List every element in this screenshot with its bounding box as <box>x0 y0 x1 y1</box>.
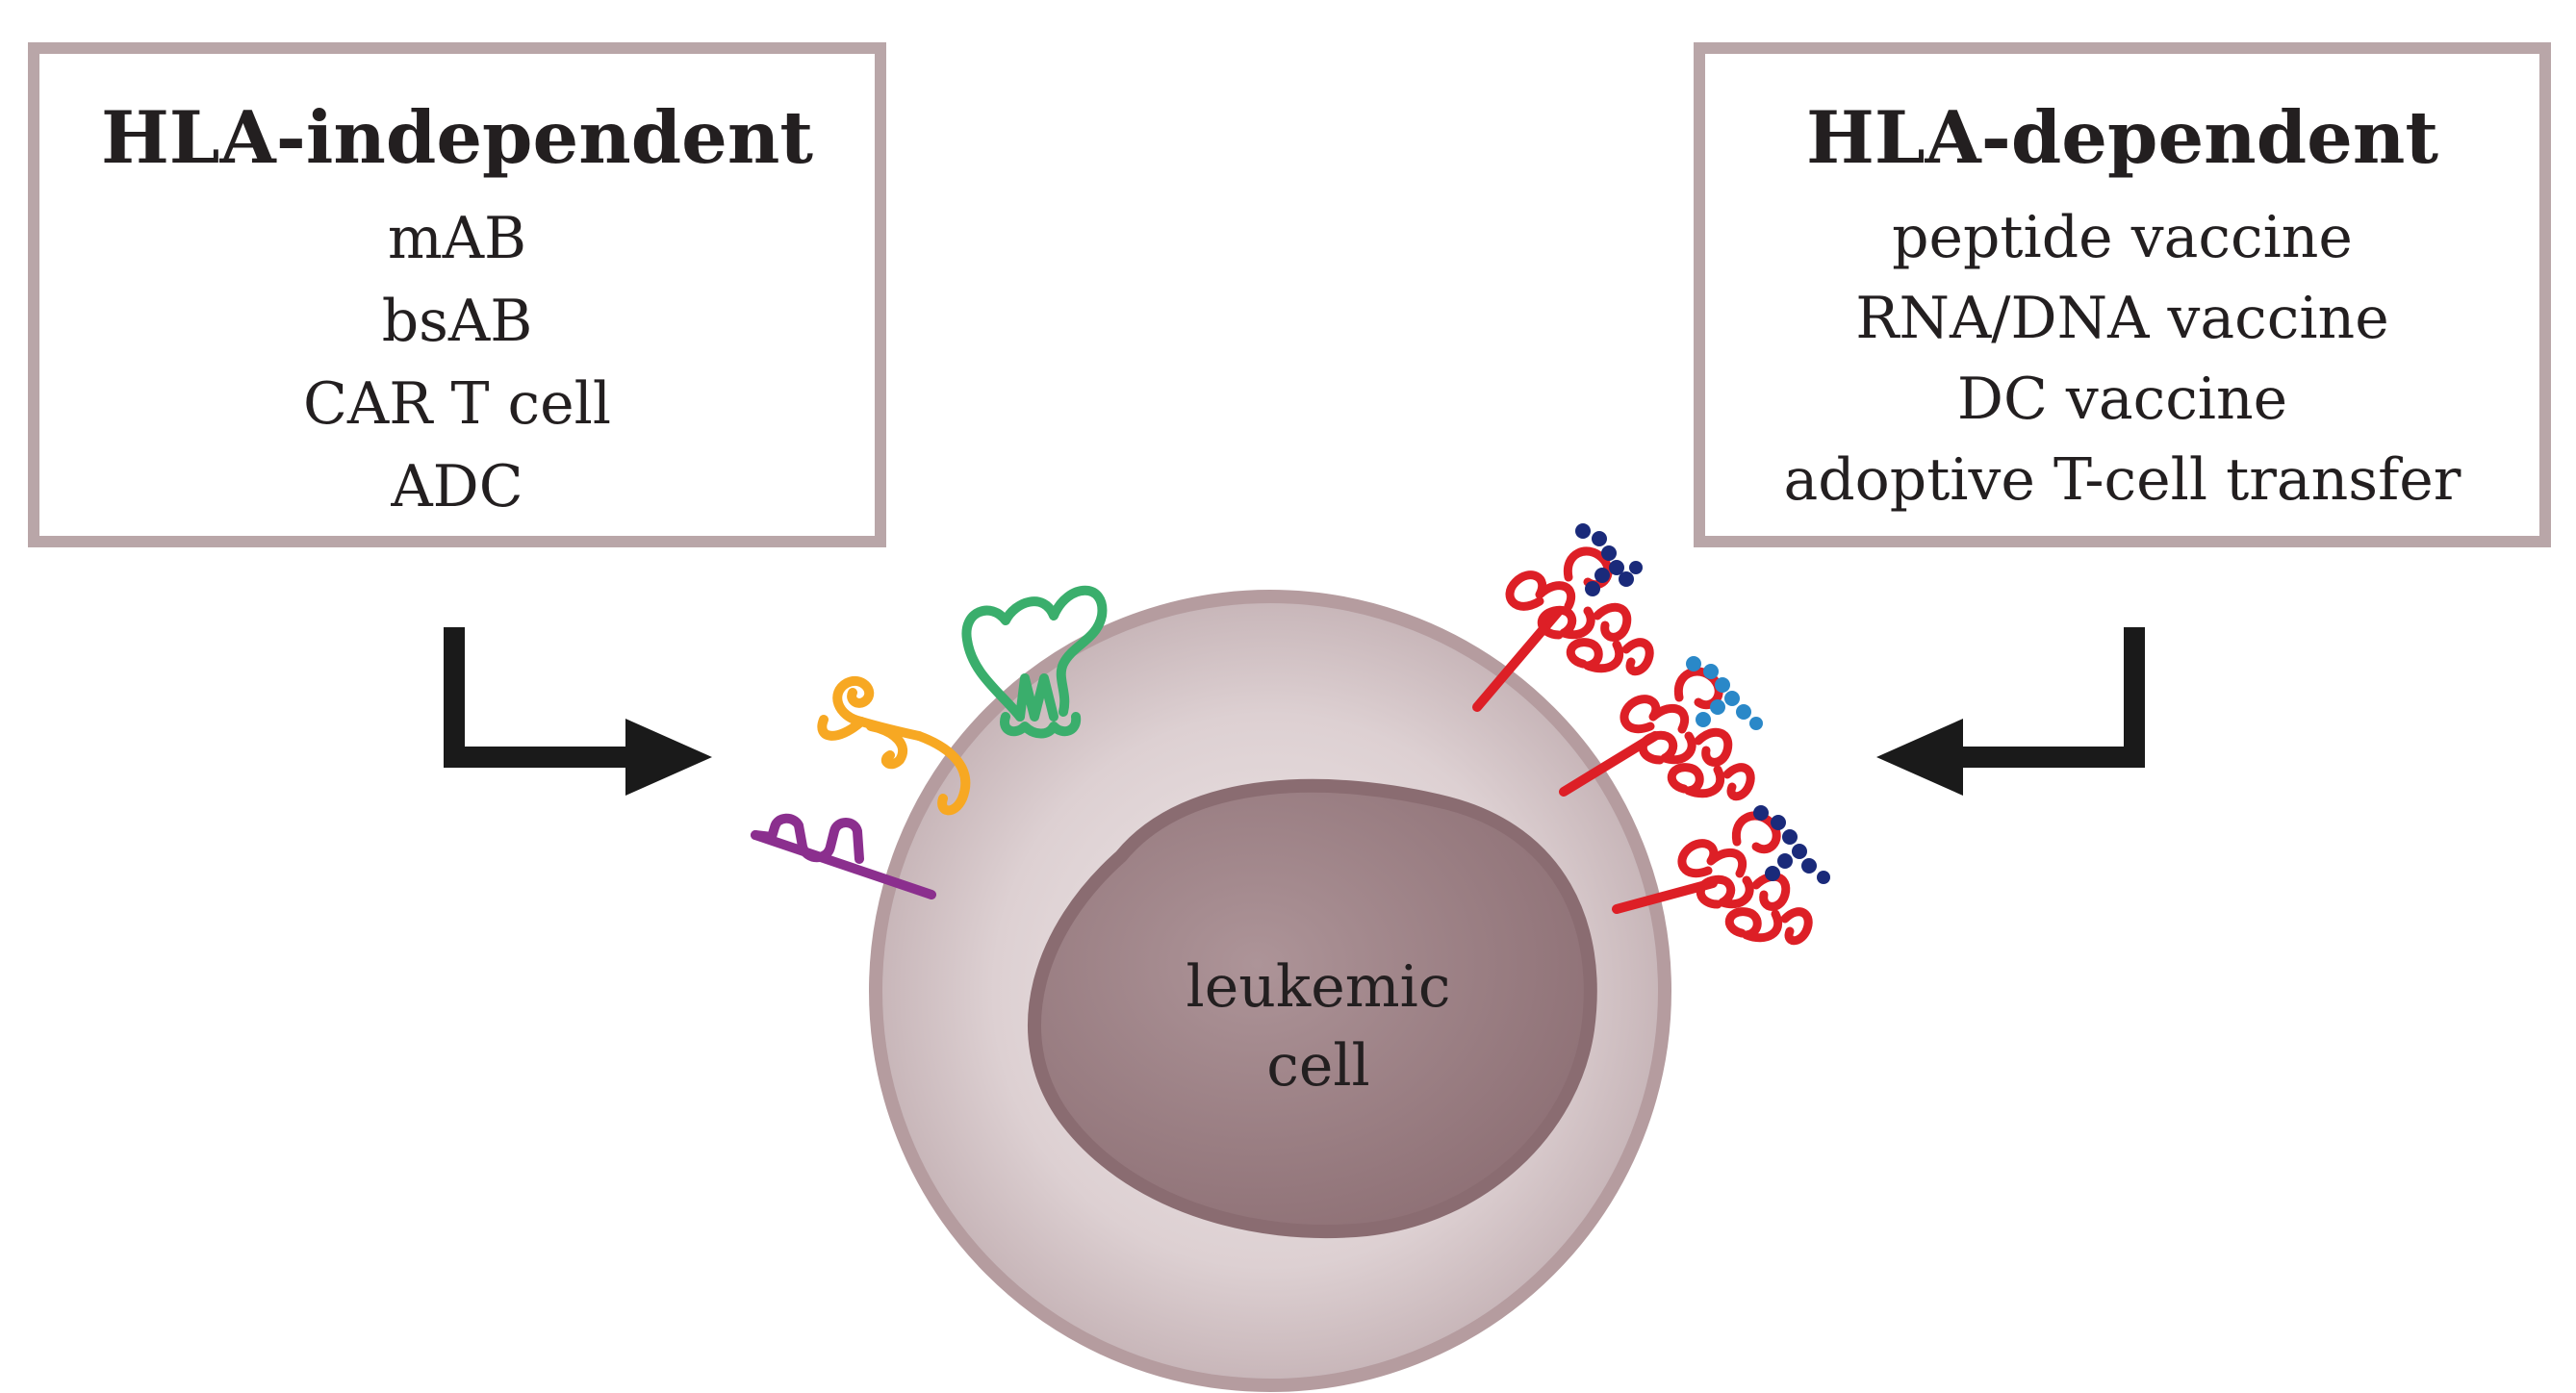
hla-dependent-title: HLA-dependent <box>1805 95 2439 180</box>
arrow-left-icon <box>1876 627 2145 796</box>
list-item: DC vaccine <box>1956 366 2288 433</box>
green-surface-antigen-icon <box>961 585 1108 739</box>
yellow-surface-antigen-icon <box>817 676 971 816</box>
cell-nucleus <box>1028 778 1597 1239</box>
hla-peptide-complex-icon <box>1559 656 1763 801</box>
hla-independent-list: mAB bsAB CAR T cell ADC <box>39 197 875 528</box>
cell-label: leukemic cell <box>1135 948 1501 1105</box>
hla-peptide-complex-icon <box>1612 805 1830 946</box>
hla-independent-title: HLA-independent <box>100 95 814 180</box>
arrow-right-icon <box>444 627 712 796</box>
purple-surface-antigen-icon <box>751 813 936 899</box>
hla-peptide-complex-icon <box>1472 523 1654 712</box>
list-item: ADC <box>391 453 523 520</box>
list-item: adoptive T-cell transfer <box>1783 446 2461 514</box>
list-item: peptide vaccine <box>1892 204 2353 271</box>
list-item: mAB <box>387 205 527 272</box>
hla-dependent-list: peptide vaccine RNA/DNA vaccine DC vacci… <box>1705 197 2539 520</box>
cell-label-line1: leukemic <box>1186 953 1451 1021</box>
list-item: CAR T cell <box>302 370 612 438</box>
hla-independent-box: HLA-independent mAB bsAB CAR T cell ADC <box>28 42 886 547</box>
hla-dependent-box: HLA-dependent peptide vaccine RNA/DNA va… <box>1694 42 2551 547</box>
list-item: bsAB <box>381 288 533 355</box>
cell-label-line2: cell <box>1266 1032 1370 1100</box>
list-item: RNA/DNA vaccine <box>1855 285 2389 352</box>
leukemic-cell <box>869 590 1671 1392</box>
